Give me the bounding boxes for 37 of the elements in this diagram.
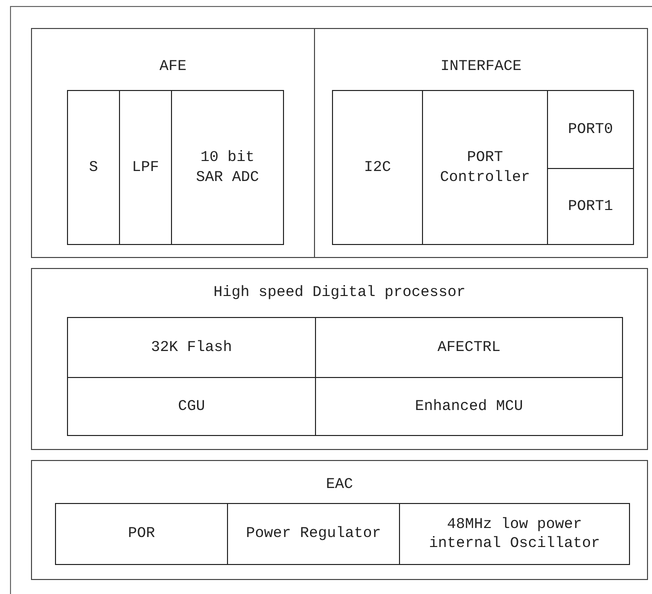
module-block — [67, 377, 316, 436]
block-label: 48MHz low power internal Oscillator — [428, 514, 602, 554]
module-block — [67, 317, 316, 378]
module-block — [55, 503, 228, 565]
panel-title: High speed Digital processor — [212, 283, 467, 302]
block-label: I2C — [364, 158, 391, 178]
block-panel — [31, 28, 315, 258]
module-block — [547, 90, 634, 169]
block-label: AFECTRL — [437, 338, 500, 358]
block-label: 10 bit SAR ADC — [194, 148, 260, 187]
module-block — [119, 90, 172, 245]
block-label: 32K Flash — [150, 338, 232, 358]
block-panel — [31, 268, 648, 450]
module-block — [332, 90, 423, 245]
block-label: CGU — [178, 396, 205, 416]
outer-frame — [10, 6, 652, 594]
module-block — [227, 503, 400, 565]
block-panel — [31, 460, 648, 580]
block-label: PORT1 — [568, 196, 613, 216]
module-block — [67, 90, 120, 245]
block-label: Power Regulator — [246, 524, 382, 544]
block-label: S — [88, 158, 98, 178]
block-label: LPF — [132, 158, 159, 178]
block-label: Enhanced MCU — [414, 396, 524, 416]
panel-title: AFE — [158, 57, 188, 76]
block-label: PORT Controller — [438, 148, 531, 187]
module-block — [315, 317, 623, 378]
panel-title: EAC — [324, 475, 354, 494]
panel-title: INTERFACE — [439, 57, 522, 76]
block-label: POR — [128, 524, 155, 544]
module-block — [399, 503, 630, 565]
module-block — [547, 168, 634, 245]
module-block — [171, 90, 284, 245]
block-panel — [314, 28, 648, 258]
block-label: PORT0 — [568, 120, 613, 140]
module-block — [315, 377, 623, 436]
module-block — [422, 90, 548, 245]
